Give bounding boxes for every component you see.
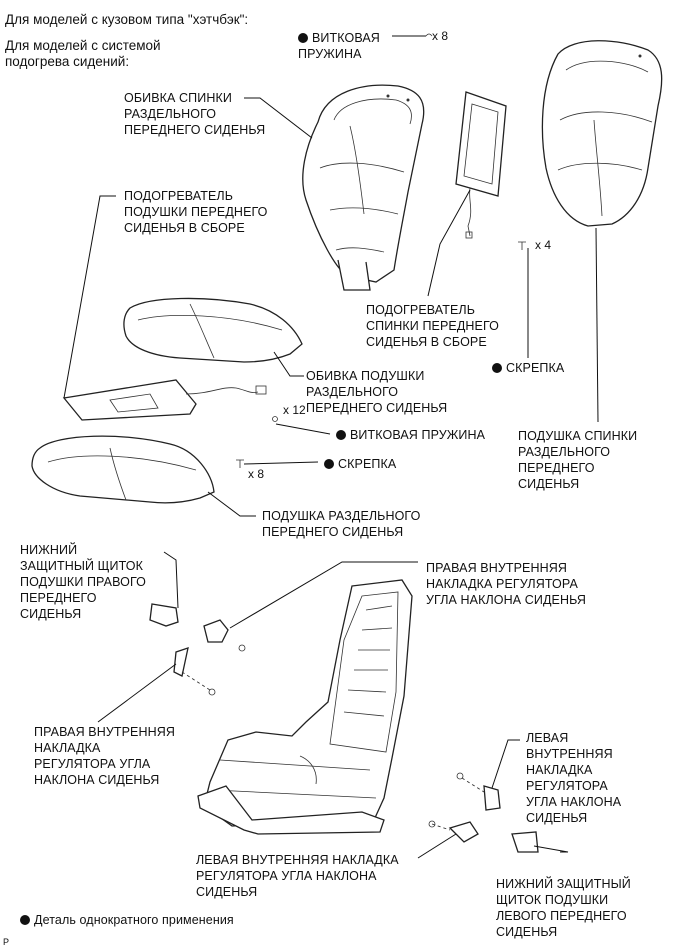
legend-text: Деталь однократного применения bbox=[34, 913, 234, 927]
qty-clip-mid: x 8 bbox=[248, 467, 265, 481]
right-inner-cover-left-drawing bbox=[173, 647, 189, 677]
label-spring-mid: ВИТКОВАЯ ПРУЖИНА bbox=[336, 427, 485, 443]
label-cushion-cover: ОБИВКА ПОДУШКИ РАЗДЕЛЬНОГО ПЕРЕДНЕГО СИД… bbox=[306, 369, 448, 415]
right-inner-cover-top-drawing bbox=[203, 619, 229, 643]
cushion-cover-drawing bbox=[123, 297, 303, 363]
leader-lines bbox=[63, 35, 599, 859]
label-left-inner-cover-bottom: ЛЕВАЯ ВНУТРЕННЯЯ НАКЛАДКА РЕГУЛЯТОРА УГЛ… bbox=[196, 853, 399, 899]
qty-spring-mid: x 12 bbox=[283, 403, 306, 417]
qty-clip-right: x 4 bbox=[535, 238, 552, 252]
one-time-use-dot-icon bbox=[324, 459, 334, 469]
label-backrest-heater: ПОДОГРЕВАТЕЛЬ СПИНКИ ПЕРЕДНЕГО СИДЕНЬЯ В… bbox=[366, 303, 499, 349]
label-clip-mid: СКРЕПКА bbox=[324, 456, 396, 472]
one-time-use-dot-icon bbox=[298, 33, 308, 43]
label-spring-top-text: ВИТКОВАЯ ПРУЖИНА bbox=[298, 31, 380, 61]
label-lower-shield-right: НИЖНИЙ ЗАЩИТНЫЙ ЩИТОК ПОДУШКИ ПРАВОГО ПЕ… bbox=[20, 543, 146, 621]
backrest-pad-drawing bbox=[541, 40, 663, 227]
qty-spring-top: x 8 bbox=[432, 29, 449, 43]
label-clip-right: СКРЕПКА bbox=[492, 360, 564, 376]
label-right-inner-cover-left: ПРАВАЯ ВНУТРЕННЯЯ НАКЛАДКА РЕГУЛЯТОРА УГ… bbox=[34, 725, 176, 787]
label-spring-top: ВИТКОВАЯ ПРУЖИНА bbox=[298, 30, 380, 62]
one-time-use-dot-icon bbox=[20, 915, 30, 925]
one-time-use-dot-icon bbox=[336, 430, 346, 440]
corner-mark: P bbox=[3, 937, 10, 947]
label-lower-shield-left: НИЖНИЙ ЗАЩИТНЫЙ ЩИТОК ПОДУШКИ ЛЕВОГО ПЕР… bbox=[496, 877, 631, 939]
label-clip-mid-text: СКРЕПКА bbox=[338, 457, 397, 471]
label-backrest-pad: ПОДУШКА СПИНКИ РАЗДЕЛЬНОГО ПЕРЕДНЕГО СИД… bbox=[518, 429, 638, 491]
label-backrest-cover: ОБИВКА СПИНКИ РАЗДЕЛЬНОГО ПЕРЕДНЕГО СИДЕ… bbox=[124, 91, 266, 137]
one-time-use-dot-icon bbox=[492, 363, 502, 373]
lower-shield-right-drawing bbox=[149, 603, 179, 627]
backrest-heater-drawing bbox=[455, 91, 507, 239]
label-spring-mid-text: ВИТКОВАЯ ПРУЖИНА bbox=[350, 428, 486, 442]
left-inner-cover-right-drawing bbox=[483, 785, 501, 811]
lower-shield-left-drawing bbox=[511, 831, 539, 853]
model-note-heated-seats: Для моделей с системой подогрева сидений… bbox=[5, 38, 161, 69]
label-right-inner-cover-top: ПРАВАЯ ВНУТРЕННЯЯ НАКЛАДКА РЕГУЛЯТОРА УГ… bbox=[426, 561, 586, 607]
model-note-hatchback: Для моделей с кузовом типа "хэтчбэк": bbox=[5, 12, 249, 27]
label-left-inner-cover-right: ЛЕВАЯ ВНУТРЕННЯЯ НАКЛАДКА РЕГУЛЯТОРА УГЛ… bbox=[526, 731, 622, 825]
cushion-pad-drawing bbox=[31, 435, 215, 504]
cushion-heater-drawing bbox=[62, 379, 267, 421]
backrest-cover-drawing bbox=[302, 84, 425, 291]
left-inner-cover-bottom-drawing bbox=[448, 821, 479, 843]
label-cushion-heater: ПОДОГРЕВАТЕЛЬ ПОДУШКИ ПЕРЕДНЕГО СИДЕНЬЯ … bbox=[124, 189, 268, 235]
label-clip-right-text: СКРЕПКА bbox=[506, 361, 565, 375]
seat-frame-drawing bbox=[197, 579, 413, 835]
legend: Деталь однократного применения bbox=[20, 912, 234, 928]
label-cushion-pad: ПОДУШКА РАЗДЕЛЬНОГО ПЕРЕДНЕГО СИДЕНЬЯ bbox=[262, 509, 421, 539]
